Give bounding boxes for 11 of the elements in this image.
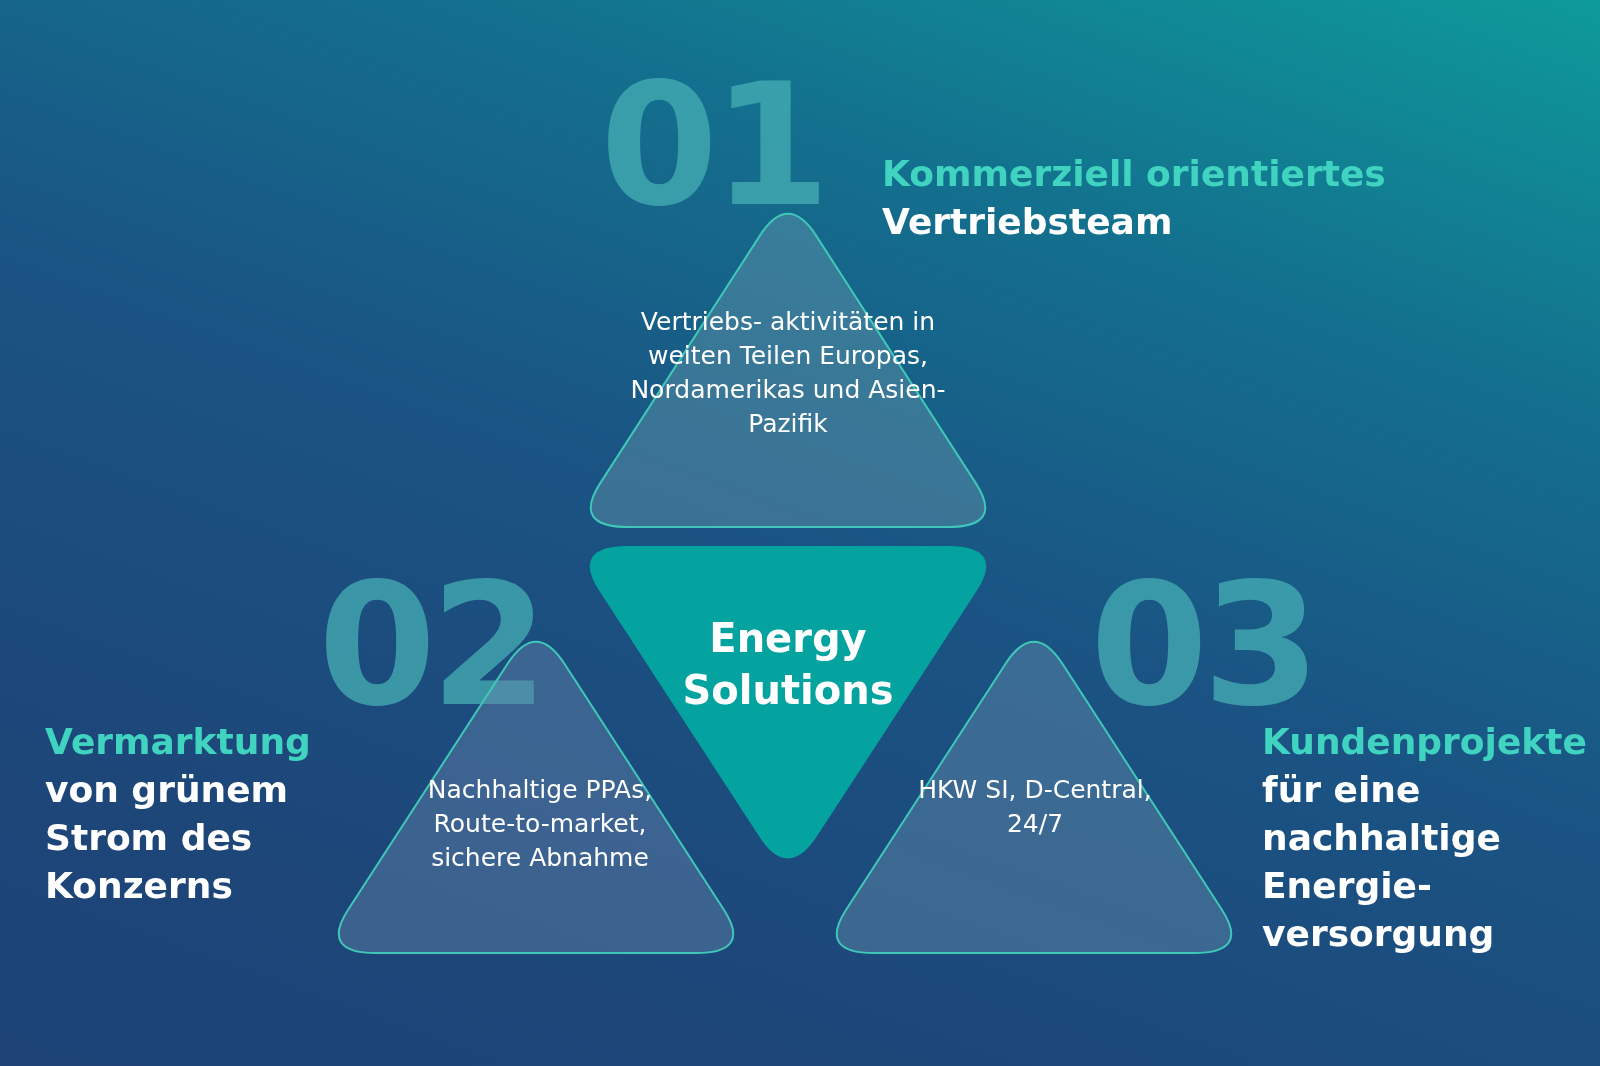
segment-title: Energy Solutions	[681, 614, 895, 715]
description-text: Nachhaltige PPAs, Route-to-market, sichere Abnahme	[426, 774, 654, 874]
section-heading: Vermarktung	[45, 720, 312, 764]
section-heading: Kundenprojekte	[1262, 720, 1588, 764]
section-heading: Kommerziell orientiertes	[882, 152, 1387, 196]
section-heading: Vertriebsteam	[882, 200, 1174, 244]
section-heading: von grünem Strom des Konzerns	[45, 768, 290, 908]
description-text: Vertriebs- aktivitäten in weiten Teilen Europas, Nordamerikas und Asien-Pazifik	[630, 306, 946, 440]
step-number: 02	[318, 560, 543, 730]
description-text: HKW SI, D-Central, 24/7	[917, 774, 1153, 840]
section-heading: für eine nachhaltige Energie- versorgung	[1262, 768, 1502, 956]
